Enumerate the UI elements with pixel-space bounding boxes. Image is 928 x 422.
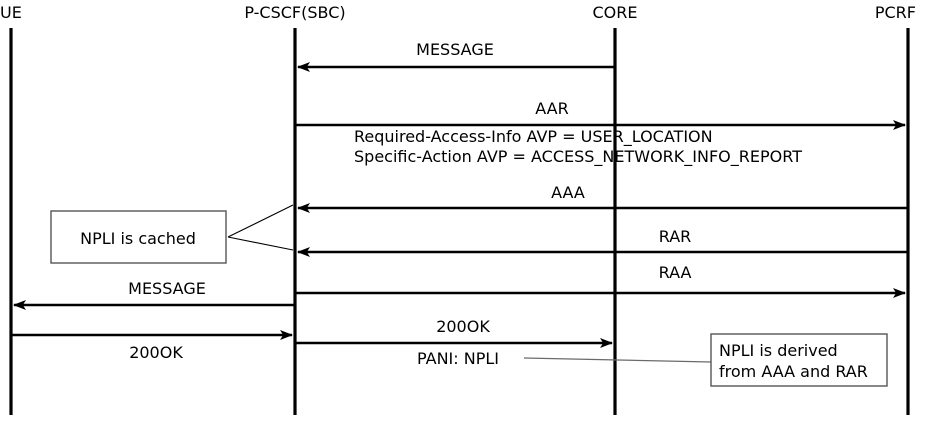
message-label-msg-rar-pcrf-to-pcscf: RAR (659, 227, 692, 246)
note-box-note-npli-cached (50, 210, 227, 264)
lifeline-label-pcrf: PCRF (875, 3, 916, 22)
note-connector-note-npli-cached-1 (227, 236, 294, 251)
note-connector-note-npli-derived-0 (523, 357, 712, 363)
message-sublabel-msg-aar-pcscf-to-pcrf-1: Specific-Action AVP = ACCESS_NETWORK_INF… (354, 147, 802, 167)
message-label-msg-200ok-pcscf-to-core: 200OK (436, 317, 490, 336)
lifeline-label-pcscf: P-CSCF(SBC) (244, 3, 345, 22)
messages-group: MESSAGE AAR Required-Access-Info AVP = USE… (11, 40, 908, 368)
message-sublabel-msg-aar-pcscf-to-pcrf-0: Required-Access-Info AVP = USER_LOCATION (354, 127, 713, 147)
note-box-note-npli-derived (710, 333, 888, 387)
message-label-msg-aar-pcscf-to-pcrf: AAR (535, 99, 568, 118)
message-label-msg-aaa-pcrf-to-pcscf: AAA (551, 183, 585, 202)
message-sublabel-msg-200ok-pcscf-to-core-0: PANI: NPLI (417, 349, 499, 368)
lifeline-label-core: CORE (593, 3, 638, 22)
message-label-msg-message-pcscf-to-ue: MESSAGE (128, 279, 206, 298)
message-label-msg-raa-pcscf-to-pcrf: RAA (659, 263, 692, 282)
lifeline-label-ue: UE (0, 3, 22, 22)
note-text-note-npli-derived-0: NPLI is derived (719, 341, 838, 360)
message-label-msg-200ok-ue-to-pcscf: 200OK (129, 343, 183, 362)
note-text-note-npli-cached-0: NPLI is cached (80, 229, 196, 248)
message-label-msg-message-core-to-pcscf: MESSAGE (416, 40, 494, 59)
note-text-note-npli-derived-1: from AAA and RAR (719, 362, 868, 381)
note-connector-note-npli-cached-0 (227, 204, 294, 238)
lifelines-group: UE P-CSCF(SBC) CORE PCRF (0, 3, 916, 415)
